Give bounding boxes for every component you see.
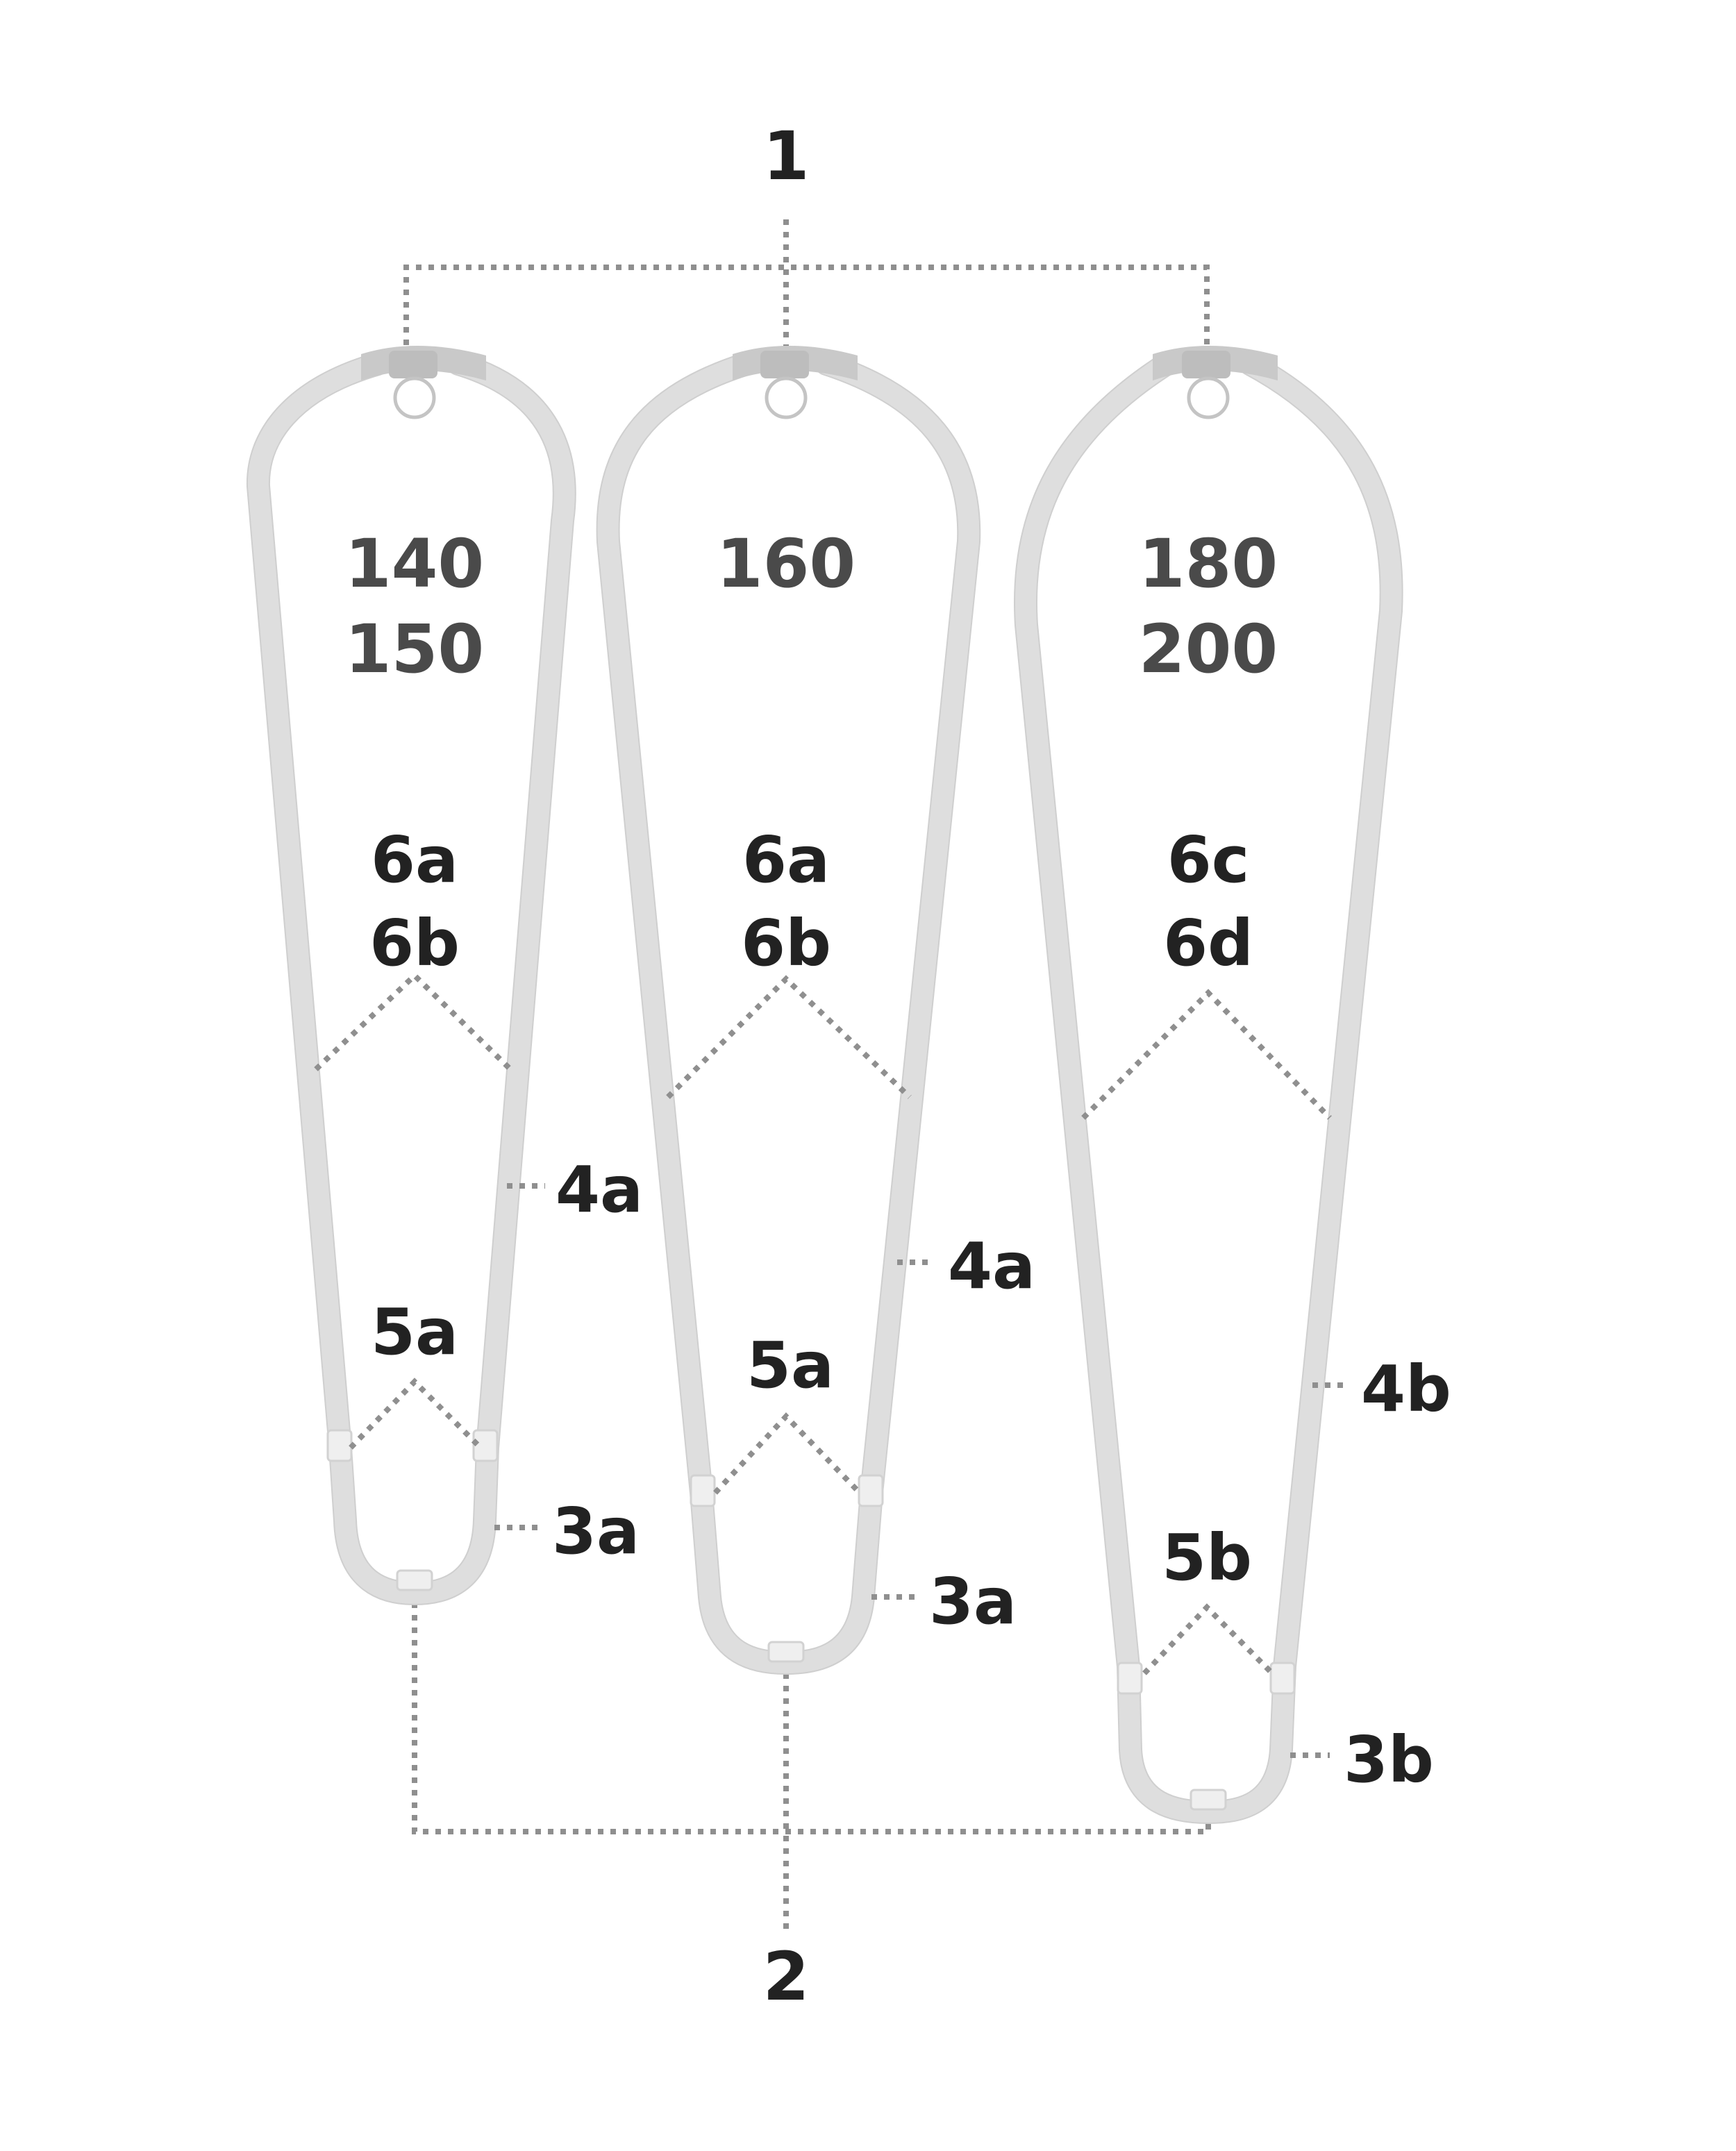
boom-1-arm: 4a — [556, 1153, 643, 1227]
boom-3-back-tube: 5b — [1162, 1521, 1252, 1595]
bottom-callout-leaders — [412, 1590, 1211, 1930]
boom-3-arm: 4b — [1361, 1352, 1451, 1426]
callout-bottom-label: 2 — [763, 1938, 810, 2016]
boom-1-back-tube-leader — [349, 1378, 483, 1450]
boom-2-back-tube: 5a — [746, 1328, 834, 1403]
boom-2-front-tube-leader — [666, 975, 912, 1099]
boom-140-150 — [246, 345, 576, 1605]
boom-160 — [596, 345, 981, 1675]
boom-2-front-tube-b: 6b — [741, 906, 831, 980]
boom-2-front-tube-a: 6a — [742, 823, 830, 897]
boom-1-front-tube-leader — [314, 971, 512, 1071]
boom-3-front-tube-b: 6d — [1163, 906, 1253, 980]
boom-2-arm: 4a — [948, 1229, 1035, 1303]
boom-1-front-tube-a: 6a — [371, 823, 458, 897]
boom-3-tail: 3b — [1344, 1723, 1434, 1797]
boom-1-front-tube-b: 6b — [369, 906, 460, 980]
boom-3-front-tube-leader — [1081, 989, 1332, 1120]
boom-1-back-tube: 5a — [371, 1295, 458, 1369]
boom-1-size-a: 140 — [345, 525, 484, 603]
callout-top-label: 1 — [763, 117, 810, 195]
boom-3-back-tube-leader — [1142, 1603, 1274, 1675]
boom-3-front-tube-a: 6c — [1167, 823, 1250, 897]
top-callout-leaders — [403, 219, 1210, 361]
boom-1-tail: 3a — [552, 1494, 640, 1568]
boom-2-tail: 3a — [929, 1564, 1017, 1639]
boom-3-size-a: 180 — [1139, 525, 1278, 603]
boom-1-size-b: 150 — [345, 610, 484, 688]
boom-180-200 — [1014, 345, 1403, 1824]
boom-3-size-b: 200 — [1139, 610, 1278, 688]
boom-2-size-a: 160 — [717, 525, 856, 603]
boom-2-back-tube-leader — [713, 1412, 862, 1495]
